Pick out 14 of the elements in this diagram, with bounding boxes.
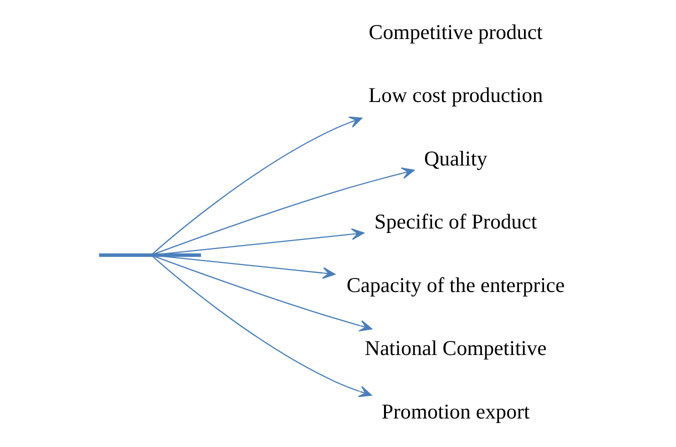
node-text: Specific of Product [374,210,537,234]
arrow [162,256,336,279]
arrow [152,256,372,398]
node-text: Quality [424,146,488,170]
node-text: Capacity of the enterprice [346,272,565,297]
node-text: Competitive product [368,20,543,44]
node-text: National Competitive [364,336,547,360]
node-bar [99,253,201,257]
arrow [154,256,372,332]
arrow [154,167,415,254]
node-text: Promotion export [382,399,530,424]
arrow [152,116,362,254]
arrow [162,228,364,254]
node-text: Low cost production [368,83,543,108]
